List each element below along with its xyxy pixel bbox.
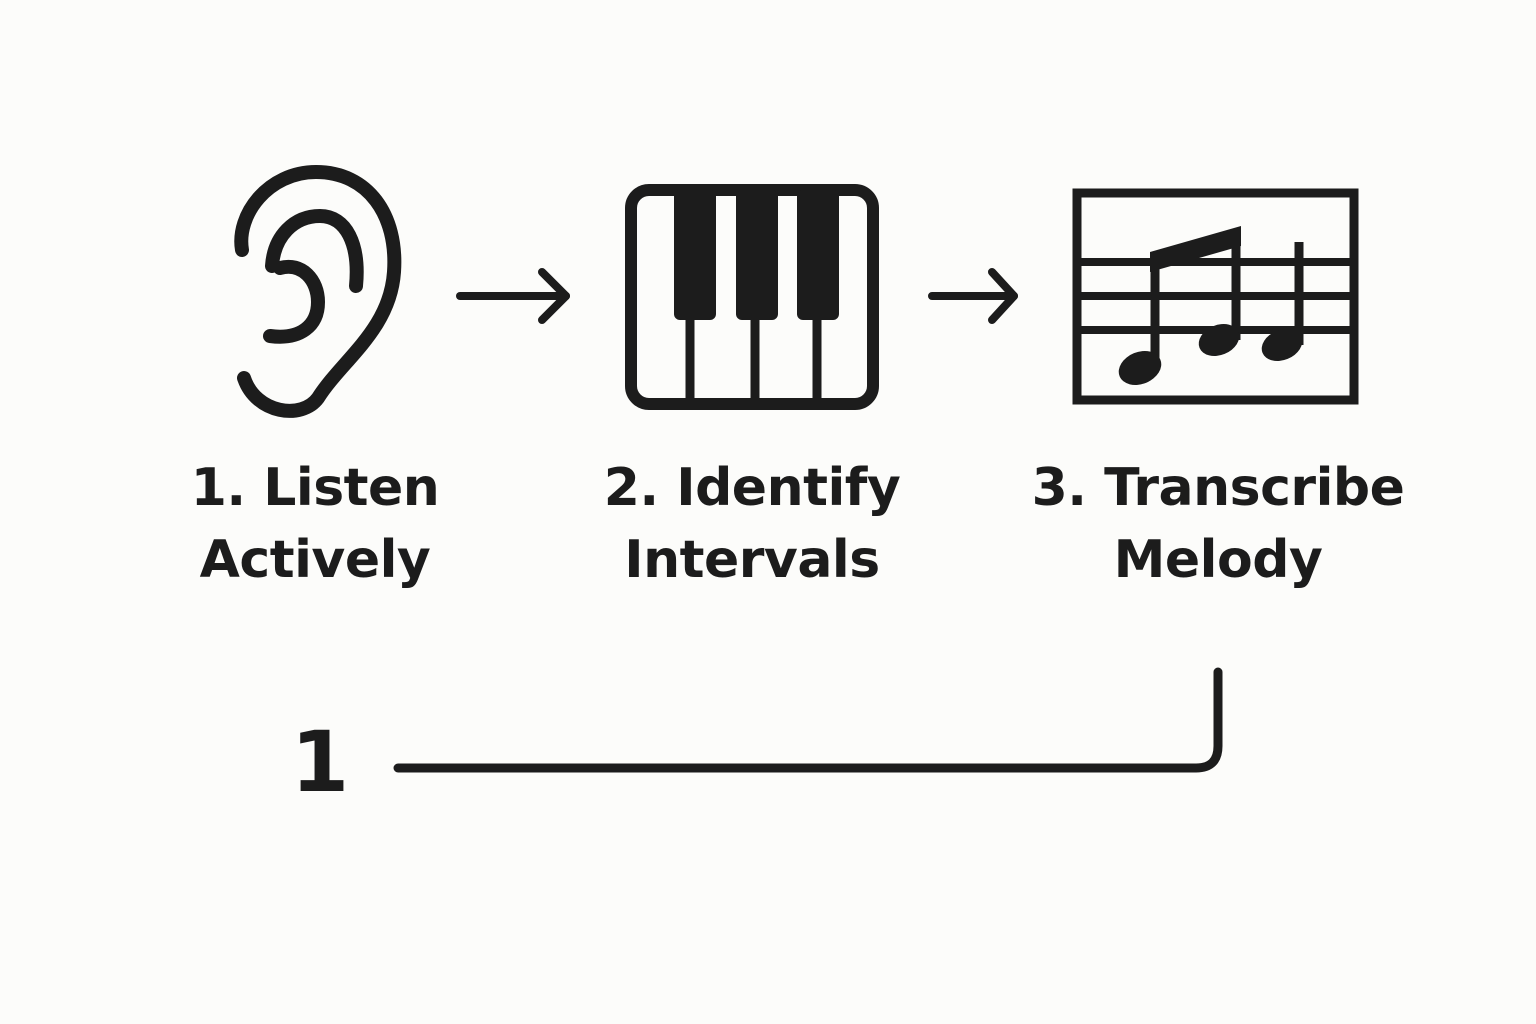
loop-connector-line: [393, 667, 1223, 773]
sheet-music-icon: [1072, 188, 1359, 405]
step-2-title-line2: Intervals: [624, 530, 880, 590]
ear-icon: [234, 165, 402, 418]
step-1-title-line2: Actively: [199, 530, 431, 590]
step-2-title-line1: 2. Identify: [603, 458, 901, 518]
step-label-transcribe: 3. Transcribe Melody: [1018, 452, 1418, 596]
step-label-listen: 1. Listen Actively: [115, 452, 515, 596]
loop-step-number: 1: [290, 713, 350, 811]
arrow-right-icon: [456, 268, 570, 324]
piano-keys-icon: [625, 184, 879, 410]
step-3-title-line2: Melody: [1113, 530, 1323, 590]
step-3-title-line1: 3. Transcribe: [1031, 458, 1405, 518]
arrow-right-icon: [928, 268, 1018, 324]
step-1-title-line1: 1. Listen: [190, 458, 440, 518]
step-label-identify: 2. Identify Intervals: [552, 452, 952, 596]
